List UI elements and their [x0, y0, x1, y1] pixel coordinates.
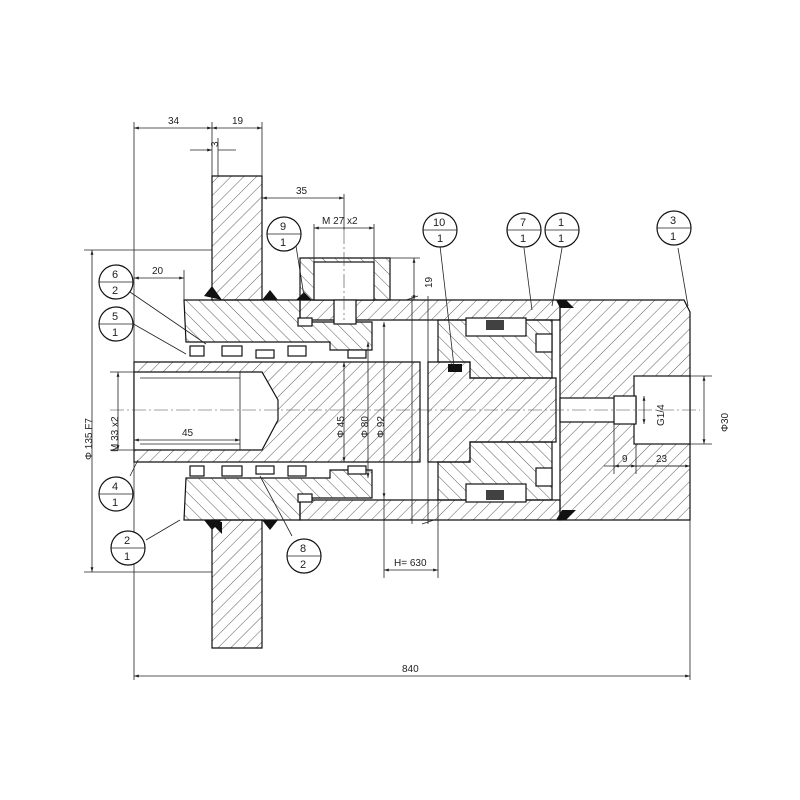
dim-port-g: G1/4	[656, 404, 667, 426]
port-channel	[333, 299, 357, 325]
svg-text:1: 1	[124, 551, 130, 563]
rod-thread-bore	[133, 371, 279, 451]
dim-dia30: Φ30	[720, 412, 731, 432]
rod-seals	[189, 317, 462, 503]
dim-total: 840	[402, 664, 419, 675]
balloon-3: 3 1	[656, 210, 692, 246]
svg-text:1: 1	[280, 237, 286, 249]
balloon-5: 5 1	[98, 306, 134, 342]
balloon-10: 10 1	[422, 212, 458, 248]
svg-text:10: 10	[433, 217, 445, 229]
balloon-7: 7 1	[506, 212, 542, 248]
dim-19-top: 19	[232, 116, 244, 127]
dim-23: 23	[656, 454, 668, 465]
dim-dia80: Φ 80	[360, 416, 371, 438]
svg-text:6: 6	[112, 269, 118, 281]
svg-text:1: 1	[112, 497, 118, 509]
svg-text:8: 8	[300, 543, 306, 555]
dim-9: 9	[622, 454, 628, 465]
dim-34: 34	[168, 116, 180, 127]
dimension-labels: 34 19 3 35 M 27 x2 19 20 Φ 135 F7 M 33 x…	[84, 116, 731, 675]
dim-thread-port: M 27 x2	[322, 216, 358, 227]
dim-45-length: 45	[182, 428, 194, 439]
svg-text:1: 1	[558, 233, 564, 245]
balloon-9: 9 1	[266, 216, 302, 252]
balloon-6: 6 2	[98, 264, 134, 300]
svg-text:2: 2	[112, 285, 118, 297]
dim-thread-bore: M 33 x2	[110, 416, 121, 452]
dim-dia92: Φ 92	[376, 416, 387, 438]
svg-text:3: 3	[670, 215, 676, 227]
dim-3: 3	[210, 141, 221, 147]
balloon-2: 2 1	[110, 530, 146, 566]
svg-text:7: 7	[520, 217, 526, 229]
part-balloons: 9 1 10 1 7 1 1 1 3 1	[98, 210, 692, 574]
svg-text:1: 1	[112, 327, 118, 339]
svg-text:2: 2	[124, 535, 130, 547]
balloon-8: 8 2	[286, 538, 322, 574]
dim-stroke: H= 630	[394, 558, 427, 569]
svg-text:5: 5	[112, 311, 118, 323]
part-geometry	[110, 175, 700, 649]
svg-text:1: 1	[558, 217, 564, 229]
mounting-flange-lower	[211, 519, 263, 649]
dim-dia45: Φ 45	[336, 416, 347, 438]
dim-20: 20	[152, 266, 164, 277]
svg-text:2: 2	[300, 559, 306, 571]
svg-text:1: 1	[437, 233, 443, 245]
balloon-4: 4 1	[98, 476, 134, 512]
dim-35: 35	[296, 186, 308, 197]
weld-marks	[204, 286, 576, 534]
dim-flange-dia: Φ 135 F7	[84, 418, 95, 460]
cylinder-tube-lower	[299, 499, 561, 521]
svg-text:4: 4	[112, 481, 118, 493]
svg-text:9: 9	[280, 221, 286, 233]
balloon-1: 1 1	[544, 212, 580, 248]
dim-19-side: 19	[424, 276, 435, 288]
dimension-lines	[84, 122, 712, 680]
svg-text:1: 1	[520, 233, 526, 245]
mounting-flange-upper	[211, 175, 263, 301]
svg-text:1: 1	[670, 231, 676, 243]
